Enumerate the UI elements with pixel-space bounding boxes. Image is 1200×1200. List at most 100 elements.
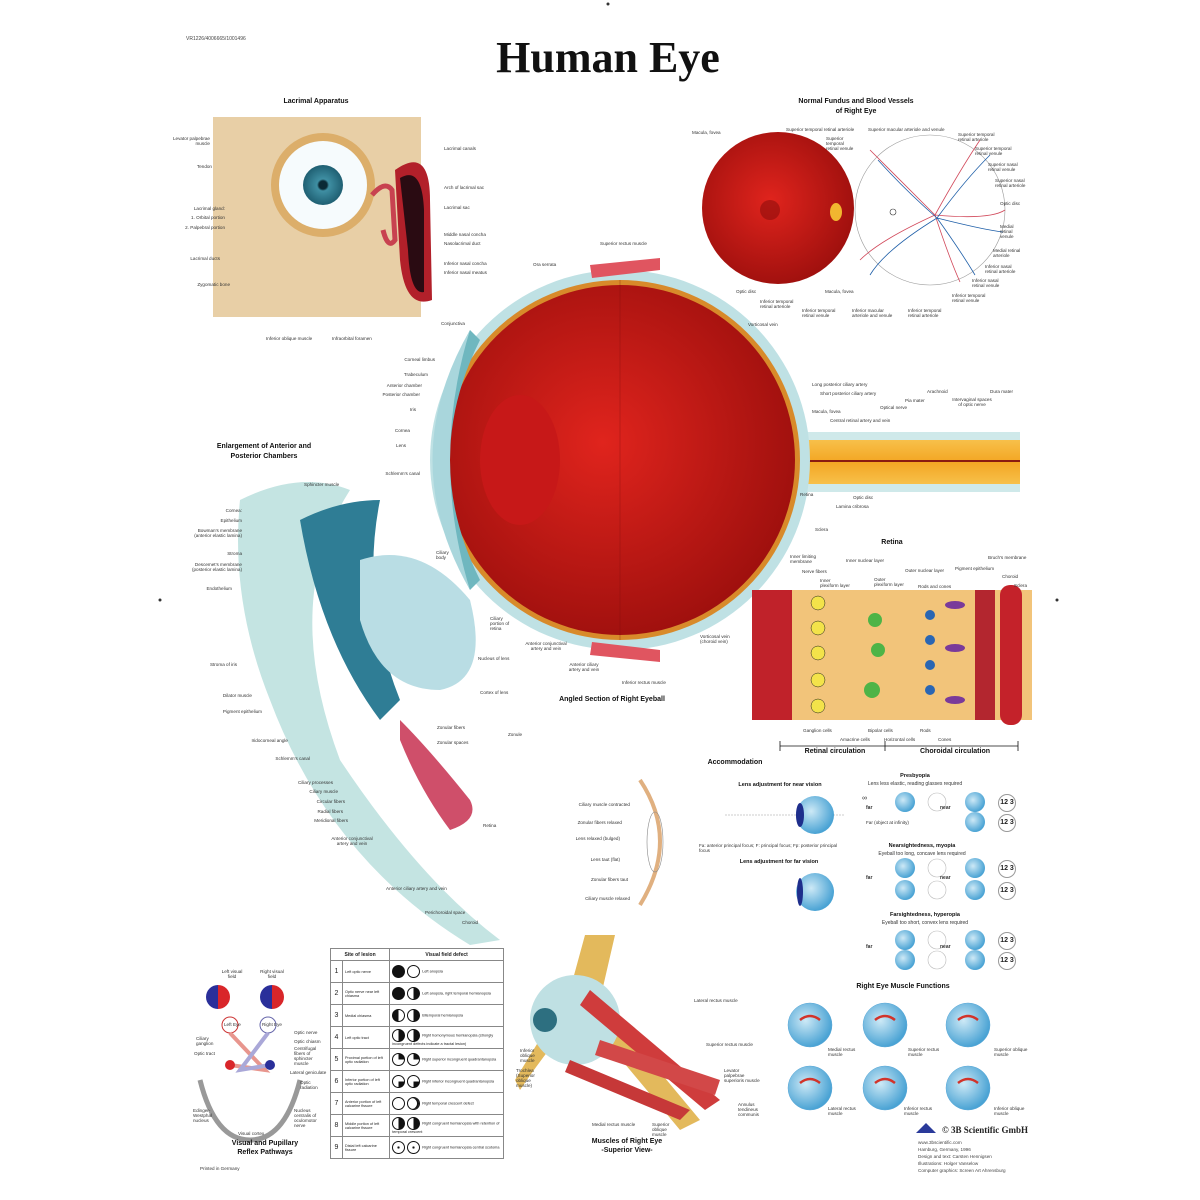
label: Posterior chamber xyxy=(382,392,420,397)
field-icon xyxy=(392,1141,406,1154)
label: Sphincter muscle xyxy=(304,482,340,487)
label: Anterior chamber xyxy=(386,383,422,388)
label: Lacrimal ducts xyxy=(190,256,220,261)
label: Inferior rectus muscle xyxy=(904,1106,933,1116)
lacrimal-title: Lacrimal Apparatus xyxy=(283,98,349,105)
label: Inner plexiform layer xyxy=(820,578,850,588)
label: Ciliary body xyxy=(436,550,449,560)
label: Superior temporal retinal arteriole xyxy=(786,127,855,132)
lesion-site: Distal left calcarine fissure xyxy=(341,1136,391,1159)
label: Anterior conjunctival artery and vein xyxy=(331,836,373,846)
far-label: far xyxy=(866,875,873,881)
label: Zonular fibers xyxy=(437,725,466,730)
label: Pia mater xyxy=(905,398,925,403)
label: Ganglion cells xyxy=(803,728,832,733)
label: Nerve fibers xyxy=(802,569,827,574)
retina-title: Retina xyxy=(881,539,903,546)
accommodation-title: Accommodation xyxy=(707,759,763,766)
label: Pigment epithelium xyxy=(222,709,262,714)
label: Circular fibers xyxy=(316,799,345,804)
label: Optic chiasm xyxy=(294,1039,321,1044)
defect: Right superior incongruent quadrantanops… xyxy=(422,1057,497,1062)
label: Zonular fibers relaxed xyxy=(577,820,622,825)
presbyopia-desc: Lens less elastic, reading glasses requi… xyxy=(867,781,963,787)
label: Inferior oblique muscle xyxy=(994,1106,1025,1116)
defect-cell: Right inferior incongruent quadrantanops… xyxy=(389,1070,504,1093)
label: Cornea xyxy=(394,428,410,433)
label: Edinger-Westphal nucleus xyxy=(193,1108,213,1123)
far-label: far xyxy=(866,805,873,811)
label: Annulus tendineus communis xyxy=(738,1102,759,1117)
defect-cell: Right congruent hemianopsia with retenti… xyxy=(389,1114,504,1137)
label: Cones xyxy=(938,737,952,742)
label: Choroid xyxy=(1002,574,1019,579)
label: Superior macular arteriole and venule xyxy=(868,127,945,132)
label: Inferior nasal retinal venule xyxy=(972,278,1000,288)
label: Sclera xyxy=(815,527,829,532)
label: Perichoroidal space xyxy=(425,910,466,915)
muscles-title-2: -Superior View- xyxy=(601,1147,653,1154)
label: Schlemm's canal xyxy=(385,471,420,476)
defect: Right homonymous hemianopsia (strongly i… xyxy=(392,1033,494,1047)
near-label: near xyxy=(940,944,951,950)
credit-line: www.3bscientific.com xyxy=(918,1140,962,1145)
label: Lateral rectus muscle xyxy=(828,1106,856,1116)
myopia-title: Nearsightedness, myopia xyxy=(888,843,956,849)
defect: Left anopsia xyxy=(422,969,443,974)
lesion-site: Left optic nerve xyxy=(341,960,391,983)
chambers-title-2: Posterior Chambers xyxy=(230,453,298,460)
label: Dura mater xyxy=(990,389,1013,394)
label: Optic nerve xyxy=(294,1030,318,1035)
field-icon xyxy=(392,987,406,1000)
label: Superior rectus muscle xyxy=(600,241,647,246)
label: Inferior temporal retinal arteriole xyxy=(908,308,942,318)
label: Inferior temporal retinal arteriole xyxy=(760,299,794,309)
lesion-site: Proximal portion of left optic radiation xyxy=(341,1048,391,1071)
pathways-illustration xyxy=(197,985,303,1143)
lesion-site: Left optic tract xyxy=(341,1026,391,1049)
label: Trochlea (Superior oblique muscle) xyxy=(516,1068,535,1088)
3b-logo-icon xyxy=(916,1123,936,1133)
field-icon xyxy=(407,987,421,1000)
label: Nucleus centralis of oculomotor nerve xyxy=(294,1108,317,1128)
header-site: Site of lesion xyxy=(329,948,391,961)
row-number: 8 xyxy=(330,1114,343,1137)
label: Anterior ciliary artery and vein xyxy=(568,662,600,672)
registration-marks xyxy=(158,2,1059,602)
defect: Bitemporal hemianopsia xyxy=(422,1013,463,1018)
copyright: © 3B Scientific GmbH xyxy=(942,1125,1028,1135)
label: Medial retinal venule xyxy=(1000,224,1014,239)
label: Ciliary muscle xyxy=(309,789,338,794)
page-title: Human Eye xyxy=(496,33,720,82)
label: Inferior rectus muscle xyxy=(622,680,666,685)
label: Iridocorneal angle xyxy=(251,738,288,743)
label: Inner nuclear layer xyxy=(846,558,885,563)
label: Schlemm's canal xyxy=(275,756,310,761)
label: Descemet's membrane (posterior elastic l… xyxy=(191,562,242,572)
label: Zonular spaces xyxy=(437,740,469,745)
label: Arachnoid xyxy=(927,389,948,394)
label: Macula, fovea xyxy=(825,289,854,294)
field-icon xyxy=(392,1097,406,1110)
label: Inner limiting membrane xyxy=(790,554,817,564)
hyperopia-desc: Eyeball too short, convex lens required xyxy=(881,920,969,926)
label: Long posterior ciliary artery xyxy=(812,382,868,387)
pathways-title-1: Visual and Pupillary xyxy=(231,1140,299,1147)
near-label: near xyxy=(940,805,951,811)
reading-chart: 12 3 xyxy=(998,794,1016,812)
label: Lens taut (flat) xyxy=(590,857,620,862)
label: Iris xyxy=(409,407,416,412)
label: Centrifugal fibers of sphincter muscle xyxy=(294,1046,317,1066)
label: Ciliary muscle relaxed xyxy=(585,896,630,901)
field-icon xyxy=(407,1097,421,1110)
label: Superior temporal retinal venule xyxy=(826,136,854,151)
lacrimal-illustration xyxy=(213,117,432,317)
label: Anterior conjunctival artery and vein xyxy=(525,641,567,651)
label: Lamina cribrosa xyxy=(836,504,869,509)
